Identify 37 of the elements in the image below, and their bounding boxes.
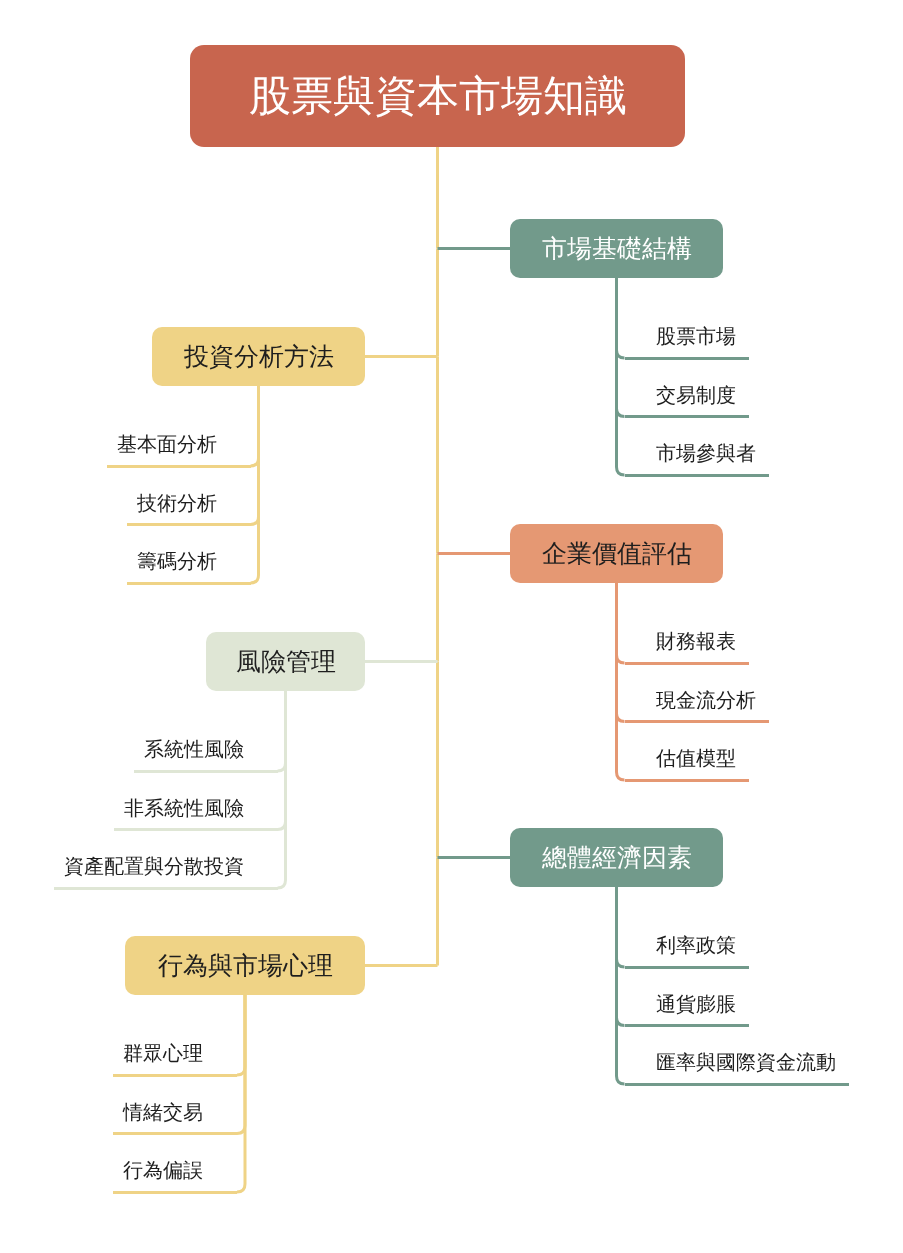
- connector-line: [365, 660, 438, 663]
- subtopic-item: 資產配置與分散投資: [53, 845, 278, 890]
- connector-line: [437, 247, 510, 250]
- connector-line: [437, 856, 510, 859]
- subtopic-item: 財務報表: [624, 620, 749, 665]
- subtopic-item: 利率政策: [624, 924, 749, 969]
- subtopic-item: 技術分析: [126, 482, 251, 526]
- main-topic: 風險管理: [206, 632, 365, 691]
- connector-line: [365, 964, 438, 967]
- subtopic-item: 股票市場: [624, 315, 749, 360]
- main-topic: 市場基礎結構: [510, 219, 723, 278]
- connector-line: [436, 857, 439, 966]
- subtopic-item: 籌碼分析: [126, 540, 251, 585]
- connector-line: [365, 355, 438, 358]
- connector-line: [437, 552, 510, 555]
- main-topic: 投資分析方法: [152, 327, 365, 386]
- connector-line: [436, 248, 439, 357]
- subtopic-item: 行為偏誤: [113, 1149, 237, 1194]
- connector-line: [436, 661, 439, 858]
- subtopic-item: 非系統性風險: [113, 787, 278, 831]
- main-topic: 企業價值評估: [510, 524, 723, 583]
- subtopic-item: 通貨膨脹: [624, 983, 749, 1027]
- subtopic-item: 匯率與國際資金流動: [624, 1041, 849, 1086]
- connector-line: [436, 553, 439, 662]
- subtopic-item: 交易制度: [624, 374, 749, 418]
- central-topic: 股票與資本市場知識: [190, 45, 685, 147]
- subtopic-item: 情緒交易: [113, 1091, 237, 1135]
- connector-line: [436, 356, 439, 554]
- subtopic-item: 現金流分析: [624, 679, 769, 723]
- subtopic-item: 估值模型: [624, 737, 749, 782]
- connector-line: [436, 147, 439, 249]
- subtopic-item: 市場參與者: [624, 432, 769, 477]
- subtopic-item: 系統性風險: [133, 728, 278, 773]
- main-topic: 總體經濟因素: [510, 828, 723, 887]
- main-topic: 行為與市場心理: [125, 936, 365, 995]
- subtopic-item: 基本面分析: [106, 423, 251, 468]
- subtopic-item: 群眾心理: [113, 1032, 237, 1077]
